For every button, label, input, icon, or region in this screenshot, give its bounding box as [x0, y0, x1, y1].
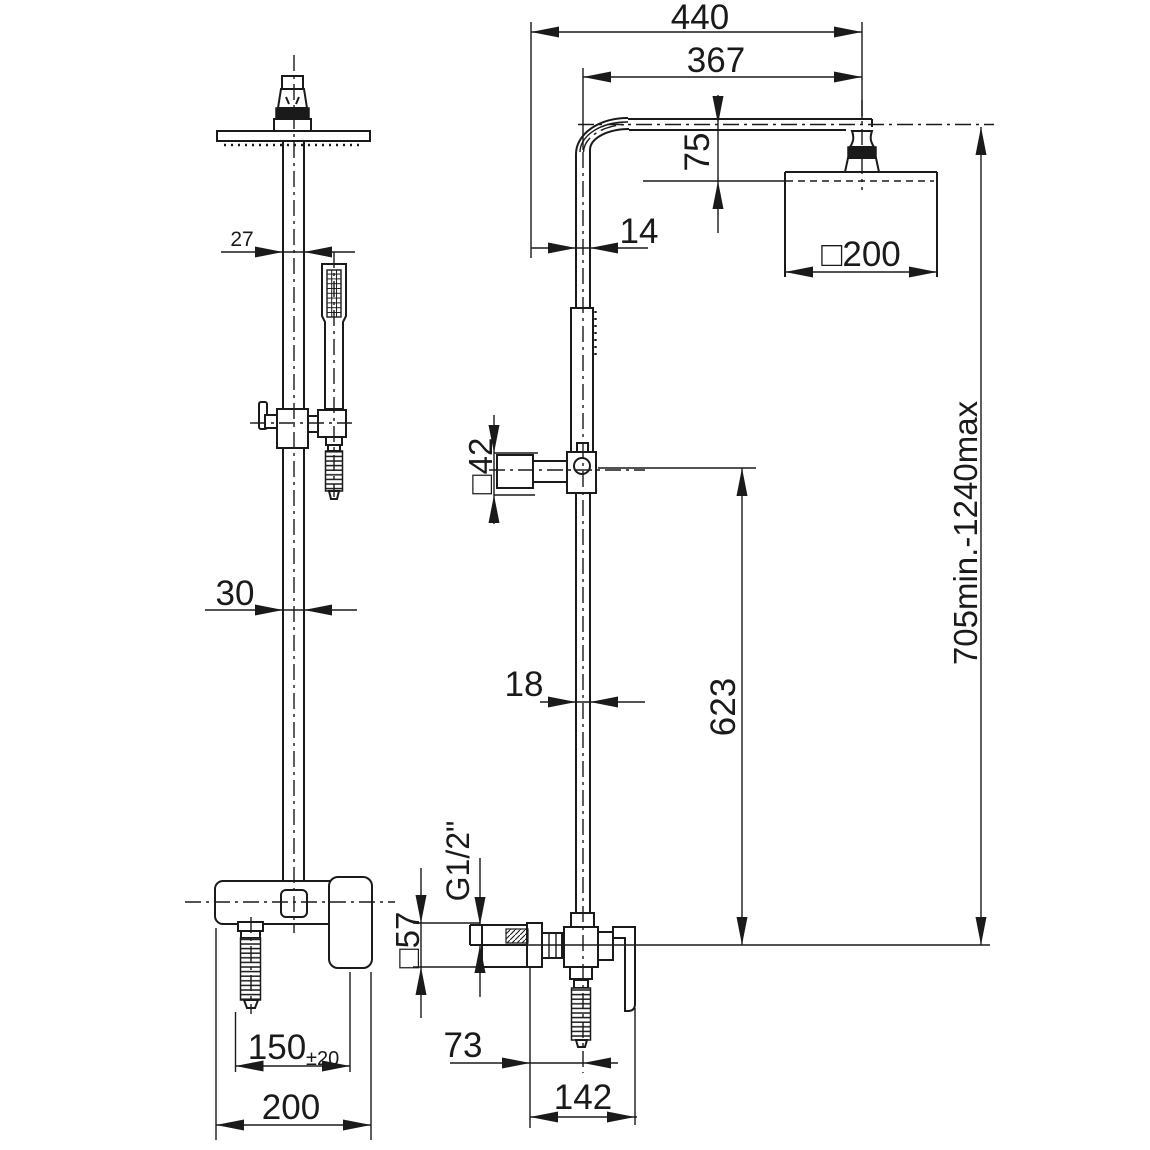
dim-inlet-thread-label: G1/2" — [440, 821, 476, 902]
bracket-screw — [573, 457, 591, 475]
bend-outer-arc — [575, 116, 629, 155]
dim-wall-to-handle-label: 142 — [554, 1078, 612, 1117]
dim-head-drop-75: 75 — [678, 95, 724, 233]
dim-inlet-spacing-tolerance: ±20 — [306, 1048, 339, 1070]
dim-column-width-upper-label: 27 — [230, 228, 253, 251]
mixer-handle-front — [328, 876, 373, 969]
centerlines — [185, 55, 994, 1073]
dim-head-size-200: □200 — [785, 235, 937, 278]
dim-wall-to-column-label: 73 — [444, 1026, 483, 1065]
dim-pipe-width-lower-18: 18 — [505, 665, 645, 708]
dimensions: 440 367 75 14 □200 27 — [205, 0, 990, 1140]
dim-bracket-size-label: □42 — [462, 438, 499, 495]
dim-inlet-thread-g12: G1/2" — [440, 821, 486, 997]
dim-height-range-705-1240: 705min.-1240max — [470, 127, 990, 946]
dim-column-width-lower-label: 30 — [216, 574, 255, 613]
dim-pipe-width-upper-label: 14 — [620, 212, 659, 251]
rain-head-side — [643, 171, 938, 277]
hand-shower-side — [570, 307, 597, 453]
dim-wall-to-handle-142: 142 — [530, 1008, 637, 1125]
outlet-hose-side — [569, 966, 593, 1048]
riser-column-front — [282, 141, 305, 881]
dim-mixer-width-200: 200 — [215, 928, 372, 1140]
dim-arm-projection-367: 367 — [582, 41, 862, 150]
dim-head-drop-label: 75 — [678, 133, 717, 172]
dim-escutcheon-size-57: □57 — [389, 868, 480, 1018]
dim-wall-to-column-73: 73 — [444, 967, 618, 1128]
dim-column-width-upper-27: 27 — [221, 228, 355, 258]
dim-overall-depth-440: 440 — [530, 0, 863, 258]
dim-bracket-height-label: 623 — [704, 678, 743, 736]
dim-bracket-size-42: □42 — [462, 415, 538, 524]
riser-column-side — [575, 116, 873, 913]
wall-bracket-side — [496, 442, 597, 494]
dim-overall-depth-label: 440 — [671, 0, 729, 37]
dim-pipe-width-lower-label: 18 — [505, 665, 544, 704]
dim-pipe-width-upper-14: 14 — [531, 212, 658, 254]
side-bend-axis — [582, 123, 629, 153]
dim-arm-projection-label: 367 — [687, 41, 745, 80]
bend-inner-arc — [589, 128, 630, 151]
mixer-body-side — [563, 926, 599, 968]
dim-height-range-label: 705min.-1240max — [947, 400, 984, 665]
dim-bracket-height-623: 623 — [598, 467, 756, 945]
dim-inlet-spacing-label: 150 — [248, 1028, 306, 1067]
outlet-hose-front — [237, 921, 264, 1009]
dim-inlet-spacing-150: 150 ±20 — [234, 972, 351, 1072]
arm-connector-front — [273, 75, 312, 132]
dim-escutcheon-size-label: □57 — [389, 912, 426, 969]
dim-column-width-lower-30: 30 — [205, 574, 357, 616]
mixer-side — [469, 912, 636, 1012]
dim-head-size-label: □200 — [821, 235, 901, 274]
mixer-handle-side — [612, 926, 636, 1012]
inlet-thread-hatch — [505, 928, 529, 944]
dim-mixer-width-label: 200 — [262, 1088, 320, 1127]
